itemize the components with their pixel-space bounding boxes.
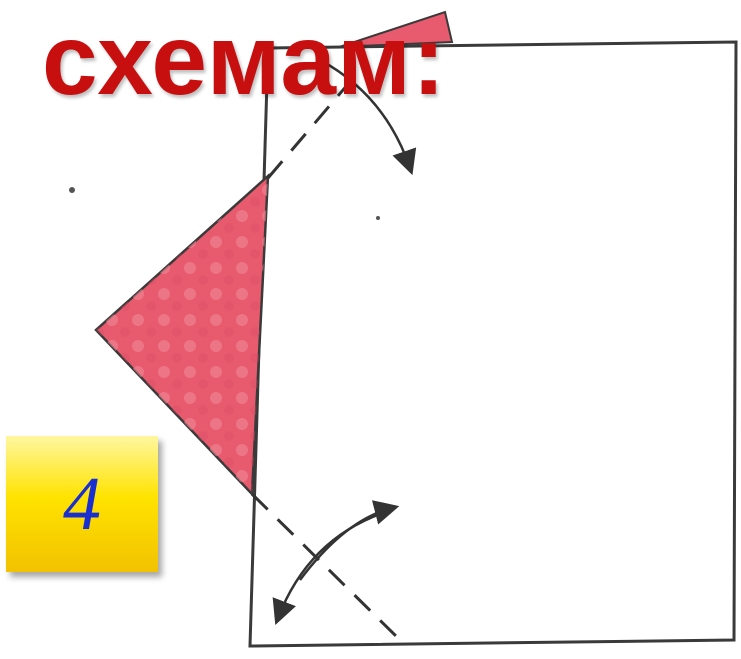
speck	[69, 187, 75, 193]
step-number: 4	[63, 466, 101, 542]
speck	[376, 216, 380, 220]
step-badge: 4	[6, 436, 158, 572]
paper-sheet	[250, 42, 736, 646]
page-title: схемам:	[42, 10, 446, 110]
